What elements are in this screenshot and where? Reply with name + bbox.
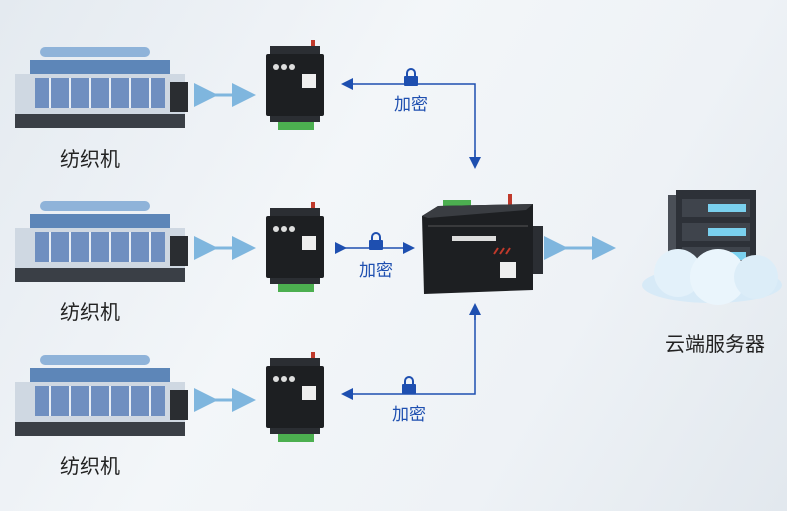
encrypted-link-1 [341, 78, 476, 165]
loom-label-1: 纺织机 [60, 147, 120, 171]
loom-machine-3 [10, 350, 190, 442]
encrypted-link-3 [341, 308, 476, 400]
loom-label-2: 纺织机 [60, 300, 120, 324]
cloud-server-label: 云端服务器 [665, 332, 765, 356]
io-module-icon [266, 352, 324, 442]
lock-icon [369, 232, 383, 250]
encryption-label-2: 加密 [359, 261, 393, 281]
io-module-icon [266, 202, 324, 292]
io-module-3 [264, 352, 326, 444]
io-module-2 [264, 202, 326, 294]
loom-label-3: 纺织机 [60, 454, 120, 478]
loom-machine-2 [10, 196, 190, 288]
loom-machine-1 [10, 42, 190, 134]
gateway-device-icon [422, 194, 543, 294]
cloud-server-icon [642, 190, 782, 305]
loom-icon [15, 355, 188, 436]
io-module-1 [264, 40, 326, 132]
io-module-icon [266, 40, 324, 130]
encryption-label-1: 加密 [394, 95, 428, 115]
lock-icon [404, 68, 418, 86]
loom-icon [15, 201, 188, 282]
lock-icon [402, 376, 416, 394]
loom-icon [15, 47, 188, 128]
encryption-label-3: 加密 [392, 405, 426, 425]
